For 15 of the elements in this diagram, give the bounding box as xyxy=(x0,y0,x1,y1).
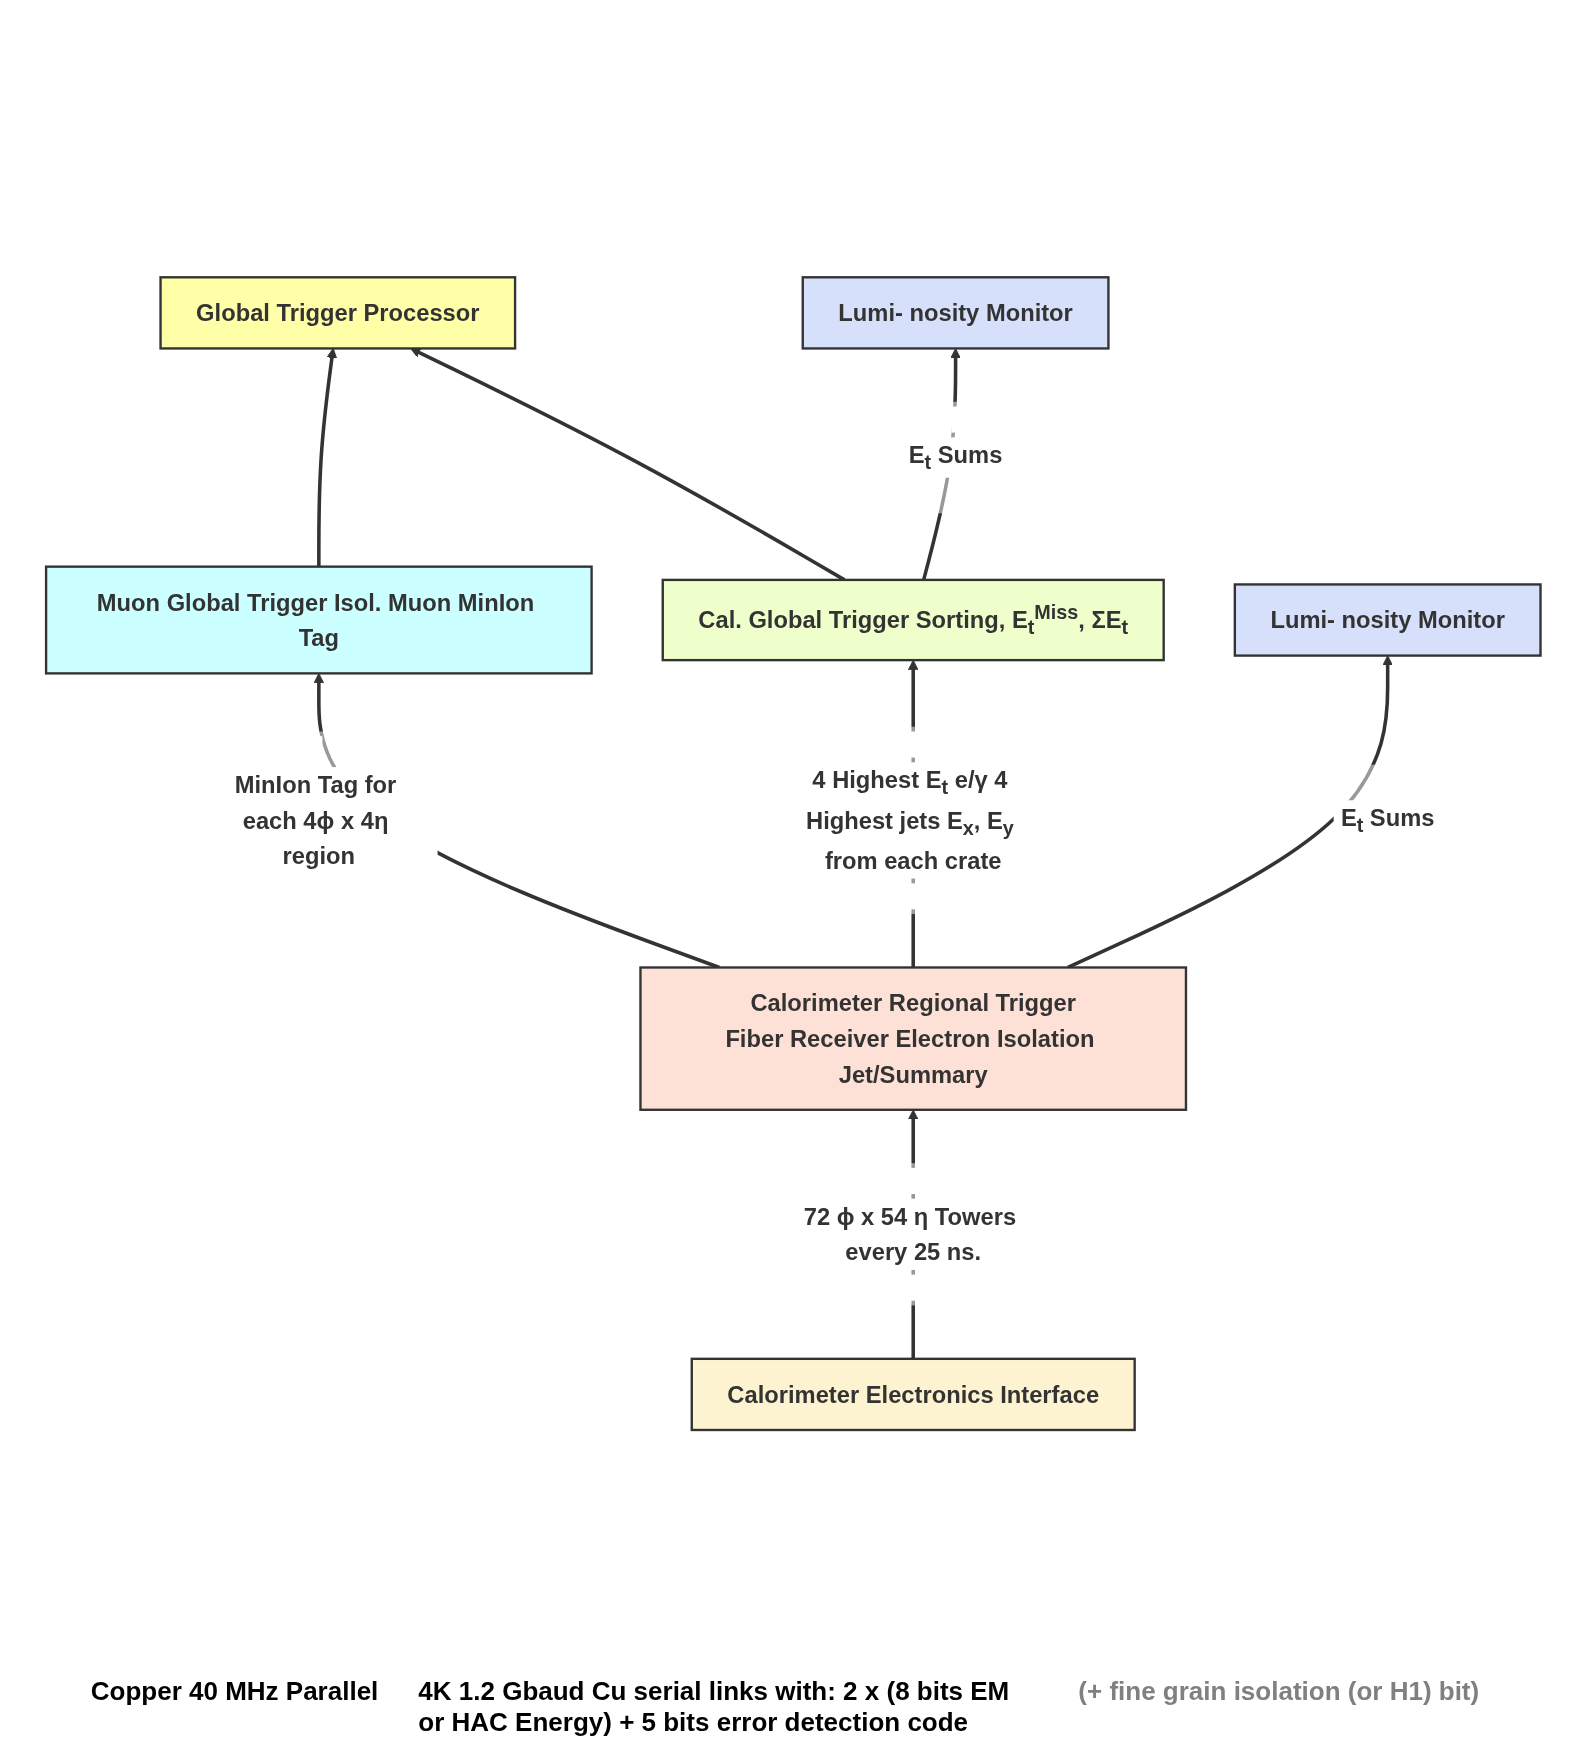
edge-label: MinIon Tag for each 4ϕ x 4η region xyxy=(234,771,397,870)
note-text: Copper 40 MHz Parallel xyxy=(90,1676,379,1708)
node-box: Lumi- nosity Monitor xyxy=(1233,583,1542,657)
note-text: (+ fine grain isolation (or H1) bit) xyxy=(1078,1676,1480,1708)
edge-label: E$_{t}$ Sums xyxy=(908,442,1003,475)
node-box: Lumi- nosity Monitor xyxy=(801,276,1110,350)
node-box: Calorimeter Electronics Interface xyxy=(690,1357,1136,1432)
edge-label: 4 Highest E$_{t}$ e/γ 4 Highest jets E$_{x}$, E$_{y}$ from each crate xyxy=(806,767,1014,874)
edge-label: 72 ϕ x 54 η Towers every 25 ns. xyxy=(803,1203,1017,1266)
node-box: Muon Global Trigger Isol. Muon MinIon Tag xyxy=(44,565,593,675)
node-box: Cal. Global Trigger Sorting, E$_{t}$$^{Miss}$, ΣE$_{t}$ xyxy=(661,578,1165,662)
node-box: Global Trigger Processor xyxy=(159,276,517,350)
node-box: Calorimeter Regional Trigger Fiber Receiver Electron Isolation Jet/Summary xyxy=(639,966,1188,1111)
note-text: 4K 1.2 Gbaud Cu serial links with: 2 x (8 bits EM or HAC Energy) + 5 bits error detection code xyxy=(418,1676,1011,1738)
edge-label: E$_{t}$ Sums xyxy=(1340,805,1435,838)
